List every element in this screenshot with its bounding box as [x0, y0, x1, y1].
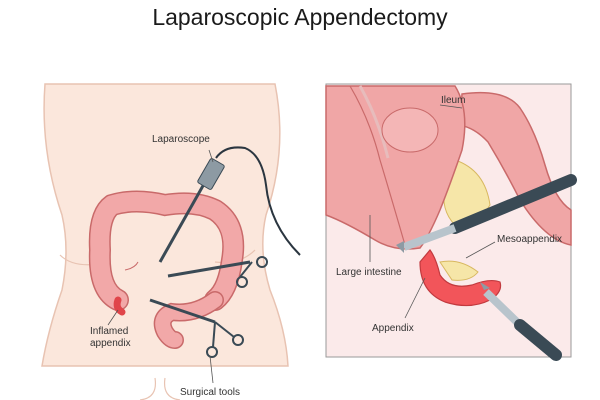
label-inflamed-appendix-line1: Inflamed: [90, 326, 128, 337]
inset-panel: [325, 83, 577, 361]
laparoscope-instrument: [158, 146, 301, 263]
surgical-tool-upper: [167, 256, 268, 288]
inflamed-appendix: [113, 296, 126, 316]
label-inflamed-appendix-line2: appendix: [90, 338, 131, 349]
colon: [88, 190, 245, 349]
label-surgical-tools: Surgical tools: [180, 387, 240, 398]
label-mesoappendix: Mesoappendix: [497, 234, 562, 245]
page-title: Laparoscopic Appendectomy: [152, 4, 448, 30]
label-large-intestine: Large intestine: [336, 267, 402, 278]
label-laparoscope: Laparoscope: [152, 134, 210, 145]
label-ileum: Ileum: [441, 95, 465, 106]
patient-torso: [41, 83, 289, 400]
label-appendix: Appendix: [372, 323, 414, 334]
surgical-tool-lower: [149, 298, 244, 358]
